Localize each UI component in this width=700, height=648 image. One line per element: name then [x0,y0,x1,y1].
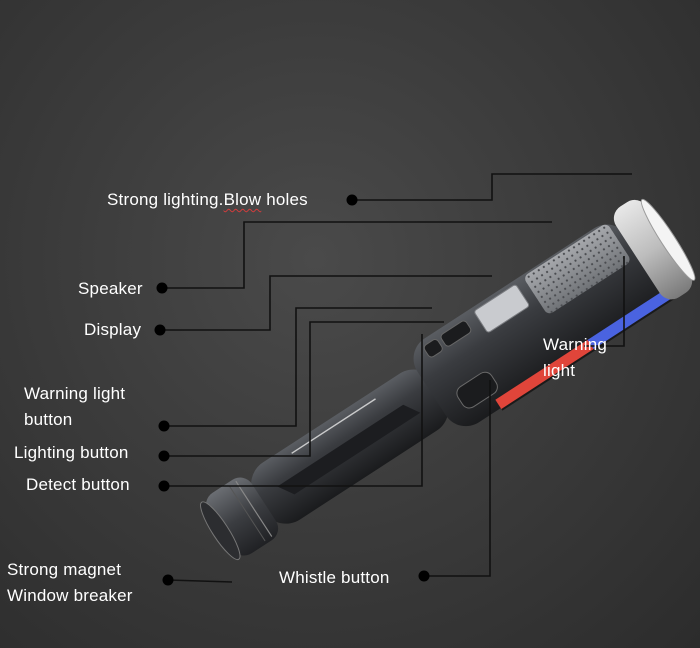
dot-magnet [162,574,174,586]
leader-display [160,275,492,331]
label-holes: holes [261,190,308,209]
dot-strong-lighting [346,194,358,206]
leader-warning-light-button [164,307,432,427]
speaker-holes [525,224,630,314]
flashlight-body [200,198,696,561]
leader-lighting-button [164,321,444,457]
leader-lines [160,173,632,583]
tail-ring [235,480,273,537]
label-detect-button: Detect button [26,475,130,494]
label-strong-lighting: Strong lighting. [107,190,224,209]
label-warning-light-line2: light [543,361,576,380]
label-warning-light-button-line2: button [24,410,73,429]
label-strong-lighting-blow-holes: Strong lighting.Blow holes [107,187,308,213]
whistle-button-shape [456,371,498,409]
label-warning-light: Warning light [543,332,607,384]
leader-warning-light [584,256,625,347]
label-speaker: Speaker [78,279,143,298]
detect-button-shape [423,339,443,358]
leader-strong-lighting [352,173,632,201]
warning-strip-edge [501,296,676,411]
label-lighting-button: Lighting button [14,443,129,462]
lighting-button-shape [440,320,472,347]
label-display: Display [84,320,142,339]
leader-magnet [167,579,233,583]
leader-detect-button [164,334,423,487]
dot-warning-light-button [158,420,170,432]
label-blow: Blow [223,190,262,209]
dot-speaker [156,282,168,294]
handle-groove [277,404,421,495]
lamp-head [613,199,693,300]
label-warning-light-line1: Warning [543,335,608,354]
tail-face [200,501,241,561]
label-strong-magnet-window-breaker: Strong magnet Window breaker [7,557,133,609]
handle-highlight [291,398,376,454]
dot-whistle [418,570,430,582]
tail-ring-2 [228,485,266,542]
warning-strip-red [495,339,595,410]
label-whistle-button: Whistle button [279,568,390,587]
dot-display [154,324,166,336]
label-warning-light-button-line1: Warning light [24,384,126,403]
leader-speaker [162,221,552,289]
dot-lighting-button [158,450,170,462]
leader-dots [154,194,430,586]
warning-strip-blue [587,287,675,350]
display-window [474,284,530,333]
dot-detect-button [158,480,170,492]
lamp-lens [640,198,696,281]
label-strong-magnet: Strong magnet [7,560,122,579]
label-window-breaker: Window breaker [7,586,133,605]
leader-whistle [424,380,491,577]
label-warning-light-button: Warning light button [24,381,125,433]
